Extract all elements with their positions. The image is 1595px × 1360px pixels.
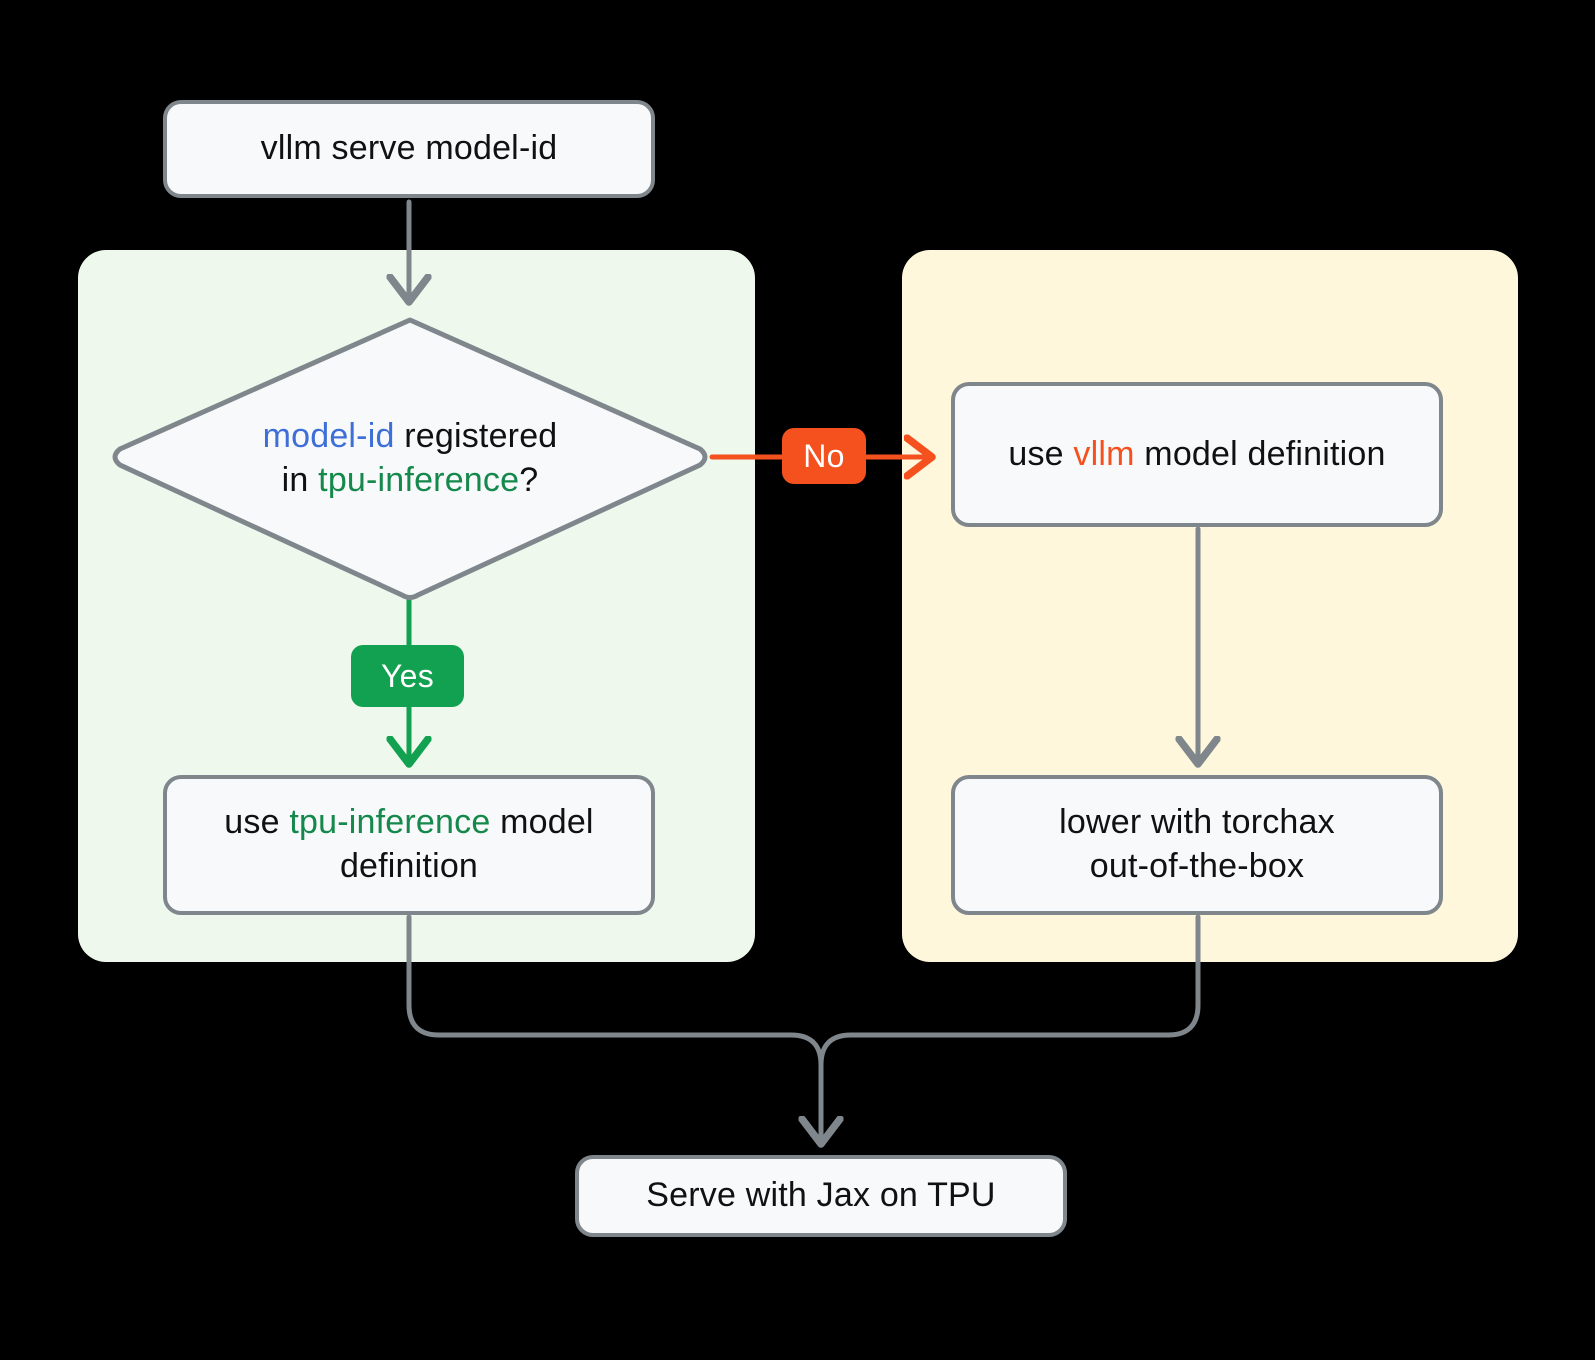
use-vllm-text-tail: model definition <box>1134 434 1386 473</box>
decision-node-label: model-id registered in tpu-inference? <box>110 318 710 598</box>
edge-label-yes[interactable]: Yes <box>351 645 464 707</box>
decision-text-registered: registered <box>394 416 558 455</box>
decision-node[interactable]: model-id registered in tpu-inference? <box>110 318 710 598</box>
node-serve-command[interactable]: vllm serve model-id <box>163 100 655 198</box>
decision-token-tpu-inference: tpu-inference <box>318 461 520 499</box>
decision-token-model-id: model-id <box>262 416 395 455</box>
decision-text-question: ? <box>519 461 539 499</box>
use-vllm-token-vllm: vllm <box>1073 434 1135 473</box>
node-use-vllm-model-definition[interactable]: use vllm model definition <box>951 382 1443 527</box>
node-lower-with-torchax-label: lower with torchax out-of-the-box <box>1059 801 1335 888</box>
node-serve-command-label: vllm serve model-id <box>260 129 558 168</box>
node-serve-with-jax-on-tpu-label: Serve with Jax on TPU <box>646 1176 996 1215</box>
node-use-vllm-model-definition-label: use vllm model definition <box>1008 433 1385 477</box>
use-tpu-text-use: use <box>224 803 290 842</box>
edge-label-no-text: No <box>803 437 845 474</box>
node-lower-with-torchax[interactable]: lower with torchax out-of-the-box <box>951 775 1443 915</box>
use-tpu-text-tail: model definition <box>339 803 594 885</box>
node-use-tpu-inference-model-definition-label: use tpu-inference model definition <box>183 801 635 888</box>
use-vllm-text-use: use <box>1008 434 1074 473</box>
node-serve-with-jax-on-tpu[interactable]: Serve with Jax on TPU <box>575 1155 1067 1237</box>
edge-label-no[interactable]: No <box>782 428 866 484</box>
decision-text-in: in <box>281 461 319 499</box>
edge-label-yes-text: Yes <box>380 657 435 694</box>
lower-torchax-line2: out-of-the-box <box>1089 847 1305 885</box>
use-tpu-token-tpu-inference: tpu-inference <box>289 803 491 842</box>
node-use-tpu-inference-model-definition[interactable]: use tpu-inference model definition <box>163 775 655 915</box>
lower-torchax-line1: lower with torchax <box>1059 803 1335 842</box>
